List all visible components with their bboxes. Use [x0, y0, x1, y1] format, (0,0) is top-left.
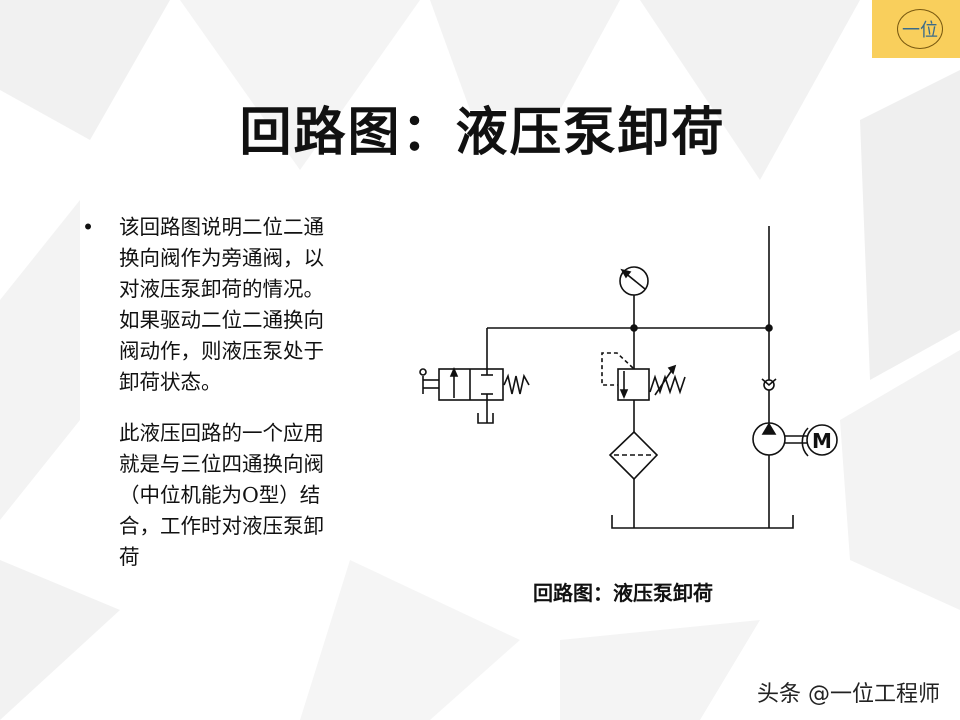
pressure-gauge-icon [619, 266, 649, 296]
filter-icon [608, 430, 659, 481]
diagram-caption: 回路图：液压泵卸荷 [533, 581, 713, 605]
page-title: 回路图：液压泵卸荷 [239, 102, 726, 163]
pump-icon [752, 422, 807, 456]
check-valve-icon [761, 378, 777, 391]
brand-badge: 一位 [872, 0, 960, 58]
watermark: 头条 @一位工程师 [757, 682, 940, 707]
relief-valve-icon [601, 352, 686, 401]
bullet-subtext: 此液压回路的一个应用就是与三位四通换向阀（中位机能为O型）结合，工作时对液压泵卸… [119, 421, 324, 569]
bullet-text: 该回路图说明二位二通换向阀作为旁通阀，以对液压泵卸荷的情况。如果驱动二位二通换向… [119, 215, 324, 394]
brand-logo: 一位 [897, 9, 943, 49]
bullet-dot: • [82, 215, 95, 239]
motor-icon: M [801, 424, 838, 457]
main-lines [486, 226, 794, 529]
bullet-list: • 该回路图说明二位二通换向阀作为旁通阀，以对液压泵卸荷的情况。如果驱动二位二通… [82, 212, 342, 573]
motor-label: M [812, 429, 832, 453]
bullet-item: • 该回路图说明二位二通换向阀作为旁通阀，以对液压泵卸荷的情况。如果驱动二位二通… [82, 212, 342, 398]
directional-valve-icon [419, 366, 530, 424]
